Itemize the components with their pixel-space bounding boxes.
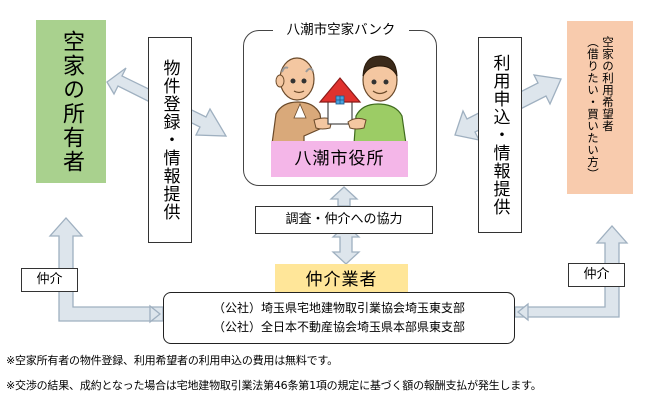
young-man-figure — [347, 55, 407, 144]
association-1: （公社）埼玉県宅地建物取引業協会埼玉東支部 — [212, 301, 465, 315]
handover-illustration — [271, 55, 407, 144]
association-2: （公社）全日本不動産協会埼玉県本部県東支部 — [212, 320, 465, 334]
elderly-man-figure — [271, 57, 333, 144]
application-label: 利用申込・情報提供 — [489, 54, 510, 216]
arrow-bank-cooperation — [329, 186, 359, 207]
registration-box: 物件登録・情報提供 — [148, 37, 192, 243]
owner-label: 空家の所有者 — [59, 29, 84, 174]
associations-box: （公社）埼玉県宅地建物取引業協会埼玉東支部 （公社）全日本不動産協会埼玉県本部県… — [163, 292, 515, 344]
application-box: 利用申込・情報提供 — [478, 37, 522, 233]
mediate-left-box: 仲介 — [21, 268, 78, 292]
note-commission: ※交渉の結果、成約となった場合は宅地建物取引業法第46条第1項の規定に基づく額の… — [6, 379, 542, 392]
note-fee: ※空家所有者の物件登録、利用希望者の利用申込の費用は無料です。 — [6, 354, 338, 367]
agent-box: 仲介業者 — [275, 264, 408, 296]
house-icon — [318, 77, 362, 125]
city-hall-box: 八潮市役所 — [271, 141, 408, 177]
bank-title: 八潮市空家バンク — [273, 20, 409, 40]
arrowhead-to-association-right — [516, 302, 529, 322]
seeker-label: 空家の利用希望者 （借りたい・買いたい方） — [586, 35, 615, 180]
seeker-box: 空家の利用希望者 （借りたい・買いたい方） — [567, 21, 633, 194]
mediate-right-box: 仲介 — [568, 263, 625, 287]
arrowhead-to-association-left — [149, 304, 162, 324]
registration-label: 物件登録・情報提供 — [159, 59, 180, 221]
cooperation-box: 調査・仲介への協力 — [255, 206, 433, 234]
owner-box: 空家の所有者 — [36, 20, 106, 183]
